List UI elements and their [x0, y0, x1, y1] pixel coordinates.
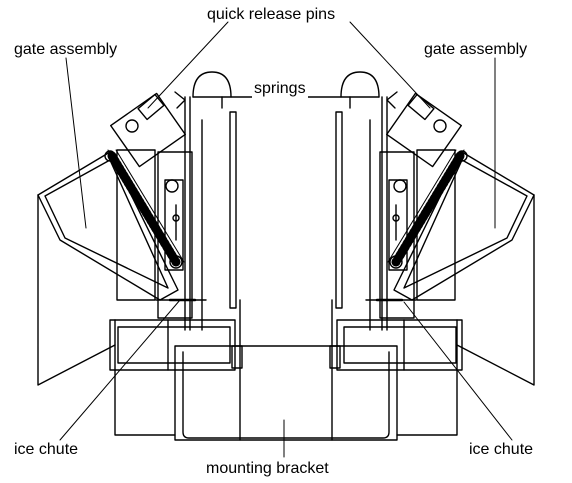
label-mounting-bracket: mounting bracket: [206, 460, 329, 477]
coil-spring-left: [104, 149, 185, 269]
label-gate-assembly-left: gate assembly: [14, 41, 118, 58]
label-ice-chute-right: ice chute: [469, 441, 534, 458]
ice-chute-right: [396, 194, 535, 436]
lower-blocks: [109, 319, 463, 371]
label-quick-release-pins: quick release pins: [207, 6, 336, 23]
leader-lines: [59, 21, 513, 458]
springs: [229, 111, 343, 309]
coil-spring-right: [387, 149, 468, 269]
label-ice-chute-left: ice chute: [14, 441, 79, 458]
gate-assembly-left: [37, 91, 207, 319]
label-gate-assembly-right: gate assembly: [424, 41, 528, 58]
ice-chute-left: [37, 194, 176, 436]
gate-assembly-right: [365, 91, 535, 319]
central-column: [184, 96, 388, 331]
label-springs: springs: [252, 80, 308, 98]
mounting-bracket: [174, 299, 398, 441]
